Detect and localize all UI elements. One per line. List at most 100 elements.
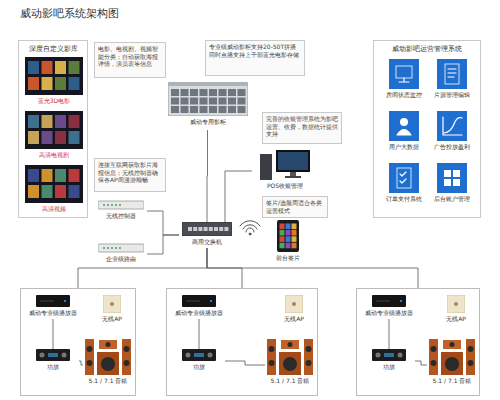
node-label: 无线控制器 xyxy=(106,212,136,219)
amplifier: 功放 xyxy=(363,349,415,373)
node-label: 用户大数据 xyxy=(389,143,419,150)
woofer-cone xyxy=(431,346,437,352)
chart-axis-glyph xyxy=(443,117,462,135)
tablet-app-tile xyxy=(286,224,291,230)
woofer-cone xyxy=(306,360,312,366)
module-tile: 广告投放盈利 xyxy=(430,111,474,157)
diagram-title: 威动影吧系统架构图 xyxy=(20,6,119,21)
center-speaker xyxy=(99,340,117,349)
drive-bay xyxy=(199,89,207,96)
front-desk-tablet: 前台签片 xyxy=(268,220,308,268)
switch-icon xyxy=(182,222,232,236)
amplifier-knob xyxy=(186,353,191,358)
module-icon-background xyxy=(437,59,467,89)
order-sheet-glyph xyxy=(397,168,411,188)
user-head-glyph xyxy=(400,118,408,126)
movie-thumbnail: 高清电视剧 xyxy=(24,111,84,161)
amplifier-display xyxy=(48,353,58,357)
pos-terminal: POS收银管理 xyxy=(252,150,318,192)
check-glyph xyxy=(400,172,406,183)
sys-icon xyxy=(389,59,419,89)
grid-cell-glyph xyxy=(444,179,451,186)
node-label: 功放 xyxy=(383,363,395,370)
node-label: 连接互联网获取影片海报信息；无线控制器确保各AP间漫游顺畅 xyxy=(98,161,162,184)
room-panel: 威动专业级播放器无线AP功放5.1 / 7.1 音箱 xyxy=(20,288,136,396)
poster-tile xyxy=(69,61,80,74)
feature-note: 签片/选服周适合各类运营模式 xyxy=(262,196,328,218)
drive-bay xyxy=(171,106,179,113)
tablet-app-tile xyxy=(292,224,297,230)
pc-tower xyxy=(260,154,272,180)
switch-port xyxy=(219,227,223,231)
network-link xyxy=(147,211,179,235)
drive-bay xyxy=(190,98,198,105)
woofer-cone xyxy=(468,360,474,366)
player-icon xyxy=(36,295,70,307)
poster-tile xyxy=(69,185,80,198)
poster-tile xyxy=(55,61,66,74)
document-lines-glyph xyxy=(448,69,456,77)
ap-icon xyxy=(447,295,465,313)
poster-tile xyxy=(42,77,53,90)
monitor-glyph xyxy=(396,66,412,78)
module-icon-background xyxy=(437,163,467,193)
player-case xyxy=(182,295,216,307)
node-label: 5.1 / 7.1 音箱 xyxy=(433,377,472,384)
tablet-app-tile xyxy=(292,236,297,242)
movie-thumbnail: 蓝光3D电影 xyxy=(24,57,84,107)
drive-bay xyxy=(180,106,188,113)
module-tile: 订单支付系统 xyxy=(382,163,426,209)
speakers-icon xyxy=(267,337,313,375)
ap-plate xyxy=(103,295,121,313)
player-case xyxy=(372,295,406,307)
monitor-screen xyxy=(278,152,308,170)
sys-icon xyxy=(437,163,467,193)
poster-tile xyxy=(55,185,66,198)
management-panel: 威动影吧运营管理系统房间状态监控片源管理编辑用户大数据广告投放盈利订单支付系统后… xyxy=(373,40,481,218)
tablet-app-tile xyxy=(292,243,297,249)
wireless-controller: 无线控制器 xyxy=(95,200,147,222)
node-label: 后台账户管理 xyxy=(434,195,470,202)
switch-port xyxy=(188,227,192,231)
wifi-arc xyxy=(243,225,257,229)
switch-port xyxy=(214,227,218,231)
drive-bay xyxy=(199,106,207,113)
poster-tile xyxy=(69,115,80,128)
woofer-cone xyxy=(101,357,115,371)
poster-tile xyxy=(55,131,66,144)
media-server: 威动专用影柜 xyxy=(160,82,255,130)
drive-bay xyxy=(237,89,245,96)
user-body-glyph xyxy=(397,130,411,136)
player-slot xyxy=(376,301,390,302)
node-label: 无线AP xyxy=(284,315,304,322)
tower-speaker xyxy=(304,339,313,375)
wifi-arc xyxy=(240,221,260,226)
status-led xyxy=(107,247,109,249)
sys-icon xyxy=(437,111,467,141)
room-panel: 威动专业级播放器无线AP功放5.1 / 7.1 音箱 xyxy=(356,288,480,396)
tablet-app-tile xyxy=(292,230,297,236)
sys-icon xyxy=(389,111,419,141)
tablet-app-tile xyxy=(286,230,291,236)
drive-bay xyxy=(180,98,188,105)
amplifier-knob xyxy=(62,353,67,358)
woofer-cone xyxy=(124,346,130,352)
speakers-icon xyxy=(429,337,475,375)
monitor-base xyxy=(285,176,301,178)
module-icon-background xyxy=(437,111,467,141)
network-link xyxy=(78,248,207,288)
enterprise-router: 企业级路由 xyxy=(95,243,147,265)
node-label: 深度自定义影库 xyxy=(19,41,87,53)
tower-speaker xyxy=(267,339,276,375)
module-icon-background xyxy=(389,111,419,141)
network-link xyxy=(207,248,242,288)
drive-bay xyxy=(228,98,236,105)
media-player: 威动专业级播放器 xyxy=(173,295,225,319)
document-glyph xyxy=(445,64,459,84)
node-label: 威动专业级播放器 xyxy=(175,309,223,316)
monitor-stand-glyph xyxy=(399,78,409,82)
speaker-set: 5.1 / 7.1 音箱 xyxy=(265,337,315,393)
node-label: 无线AP xyxy=(102,315,122,322)
player-light xyxy=(400,300,402,302)
woofer-cone xyxy=(288,342,293,347)
